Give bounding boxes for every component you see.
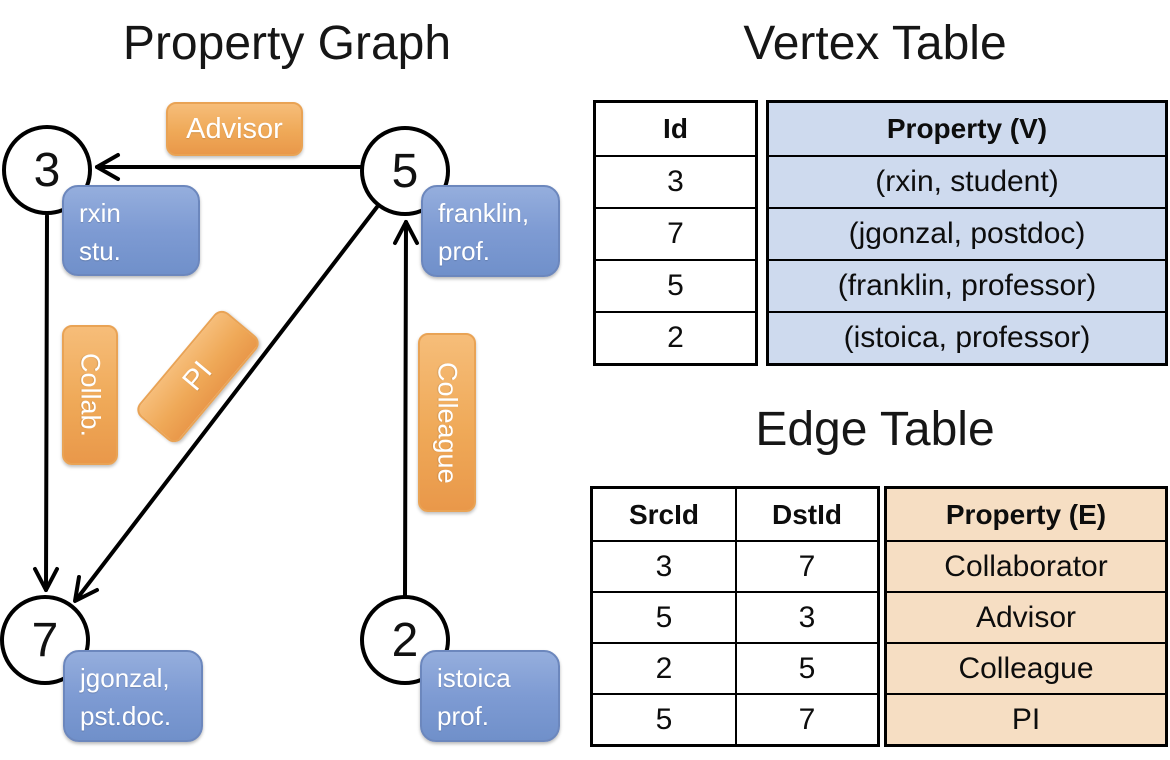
table-cell: Collaborator	[887, 540, 1165, 591]
edge-table-header-srcid: SrcId	[628, 498, 700, 530]
node-id-label: 7	[31, 613, 59, 667]
table-cell: (franklin, professor)	[769, 259, 1165, 311]
graph-edges-canvas	[33, 153, 419, 603]
edge-table-title: Edge Table	[755, 403, 995, 456]
table-cell: 7	[735, 542, 877, 591]
table-cell: 3	[596, 155, 755, 207]
table-row: 5 7	[593, 693, 877, 744]
edge-pi-line	[74, 205, 379, 602]
edge-label-collab: Collab.	[62, 325, 118, 465]
table-row: 2 5	[593, 642, 877, 693]
edge-table-property-column: Property (E) Collaborator Advisor Collea…	[884, 486, 1168, 747]
table-cell: 5	[655, 600, 673, 634]
table-row: 3 7	[593, 540, 877, 591]
table-cell: Colleague	[887, 642, 1165, 693]
vertex-table-header-id: Id	[663, 113, 688, 144]
vertex-property-istoica: istoica prof.	[420, 650, 560, 742]
edge-table-src-dst-columns: SrcId DstId 3 7 5 3 2 5 5 7	[590, 486, 880, 747]
edge-collab-arrowhead	[33, 567, 59, 592]
table-row: 5 3	[593, 591, 877, 642]
table-cell: PI	[887, 693, 1165, 744]
node-id-label: 5	[391, 144, 419, 198]
table-cell: 3	[655, 549, 673, 583]
vertex-property-rxin: rxin stu.	[62, 185, 200, 276]
vertex-property-jgonzal: jgonzal, pst.doc.	[63, 650, 203, 742]
node-id-label: 3	[33, 143, 61, 197]
table-cell: 5	[735, 644, 877, 693]
edge-advisor-arrowhead	[95, 153, 120, 181]
vertex-table-id-column: Id 3 7 5 2	[593, 100, 758, 366]
table-cell: 5	[596, 259, 755, 311]
graph-node-2: 2	[360, 595, 450, 685]
table-cell: 5	[655, 702, 673, 736]
edge-label-advisor: Advisor	[166, 102, 303, 156]
vertex-table-header-property: Property (V)	[886, 113, 1048, 144]
vertex-table-property-column: Property (V) (rxin, student) (jgonzal, p…	[766, 100, 1168, 366]
table-cell: Advisor	[887, 591, 1165, 642]
edge-collab-line	[44, 214, 49, 592]
table-cell: 2	[655, 651, 673, 685]
table-cell: 2	[596, 311, 755, 363]
table-cell: 7	[596, 207, 755, 259]
table-cell: (rxin, student)	[769, 155, 1165, 207]
node-id-label: 2	[391, 613, 419, 667]
edge-pi-arrowhead	[73, 575, 99, 603]
vertex-property-franklin: franklin, prof.	[421, 185, 560, 277]
vertex-table-title: Vertex Table	[743, 17, 1007, 70]
edge-colleague-line	[403, 220, 408, 598]
property-graph-title: Property Graph	[122, 17, 452, 70]
edge-table-header-property: Property (E)	[945, 498, 1107, 530]
edge-table-header-dstid: DstId	[735, 489, 877, 540]
table-cell: (istoica, professor)	[769, 311, 1165, 363]
edge-colleague-arrowhead	[393, 220, 419, 245]
table-cell: 3	[735, 593, 877, 642]
table-cell: 7	[735, 695, 877, 744]
table-cell: (jgonzal, postdoc)	[769, 207, 1165, 259]
edge-label-colleague: Colleague	[418, 333, 476, 512]
table-row: SrcId DstId	[593, 489, 877, 540]
